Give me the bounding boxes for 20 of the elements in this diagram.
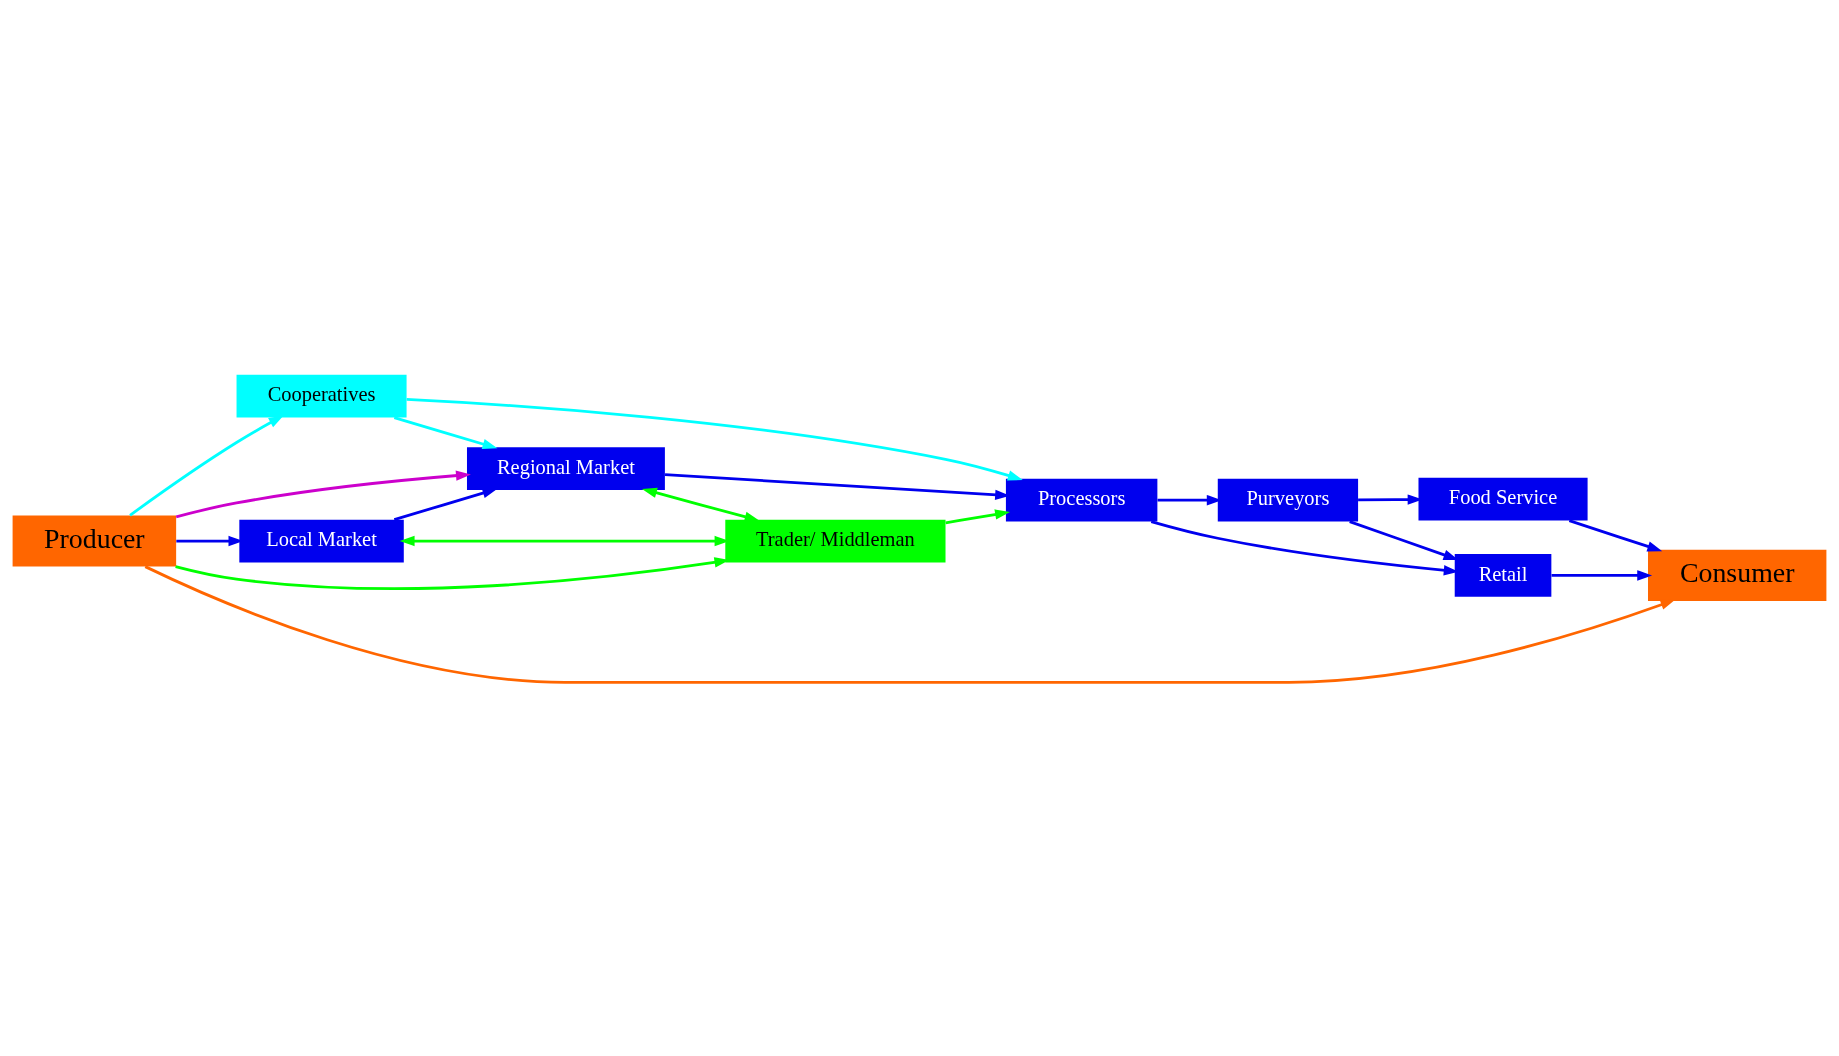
- arrow: [129, 414, 284, 516]
- node-box: Local Market: [239, 519, 404, 562]
- arrow: [945, 508, 1010, 524]
- node-box: Cooperatives: [236, 374, 407, 417]
- node-box: Retail: [1454, 553, 1552, 597]
- arrow: [1551, 569, 1653, 581]
- node-box: Regional Market: [467, 446, 665, 490]
- arrow: [642, 487, 760, 522]
- arrow: [393, 415, 498, 449]
- node-box: Purveyors: [1217, 478, 1359, 522]
- arrow: [393, 487, 498, 521]
- node-box: Trader/ Middleman: [725, 519, 946, 562]
- arrow: [406, 397, 1023, 481]
- node-box: Food Service: [1418, 477, 1588, 521]
- node-box: Producer: [12, 515, 177, 567]
- arrow: [175, 469, 471, 518]
- node-box: Consumer: [1648, 549, 1827, 601]
- arrow: [144, 564, 1676, 684]
- node-box: Processors: [1005, 478, 1158, 522]
- arrow: [1568, 518, 1663, 551]
